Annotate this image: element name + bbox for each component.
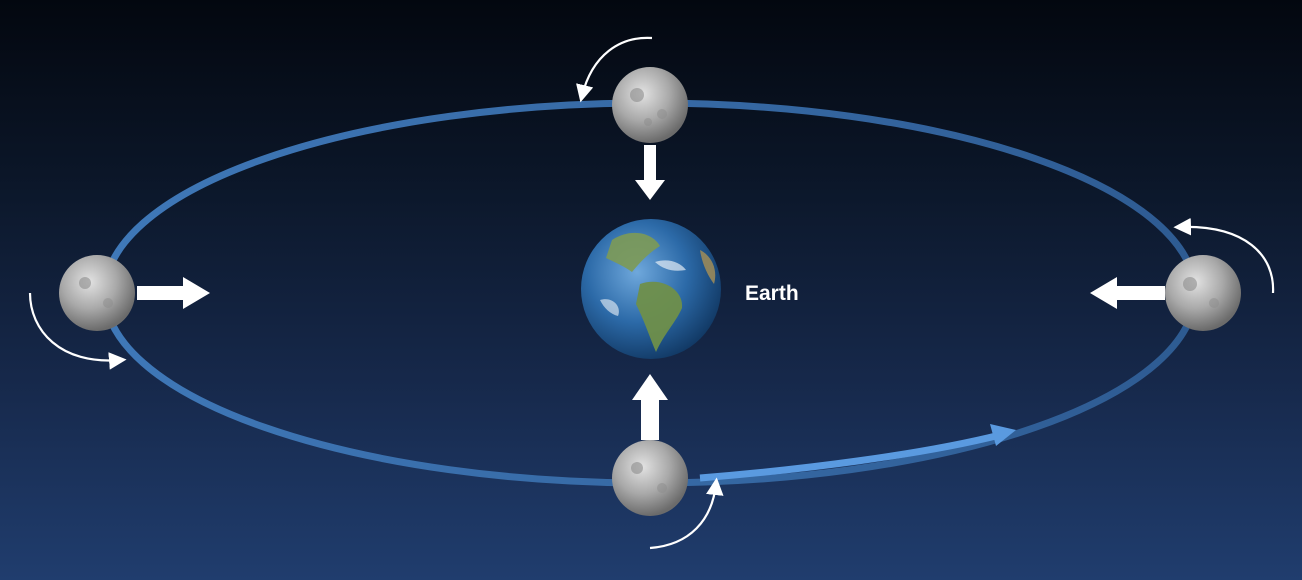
earth-icon <box>581 219 721 359</box>
moon-icon-bottom <box>612 440 688 516</box>
arrow-icon-left <box>137 277 210 309</box>
curved-arrow-icon-right <box>1173 217 1275 294</box>
moon-icon-right <box>1165 255 1241 331</box>
curved-arrow-icon-bottom <box>649 477 724 550</box>
orbit-direction-arrow <box>699 431 1001 482</box>
curved-arrow-icon-top <box>576 36 653 103</box>
earth-label: Earth <box>745 282 799 305</box>
arrow-icon-bottom <box>632 374 668 440</box>
arrow-icon-right <box>1090 277 1165 309</box>
moon-icon-left <box>59 255 135 331</box>
moon-icon-top <box>612 67 688 143</box>
curved-arrow-icon-left <box>28 292 127 370</box>
orbit-arrowhead-icon <box>990 424 1016 446</box>
arrow-icon-top <box>635 145 665 200</box>
